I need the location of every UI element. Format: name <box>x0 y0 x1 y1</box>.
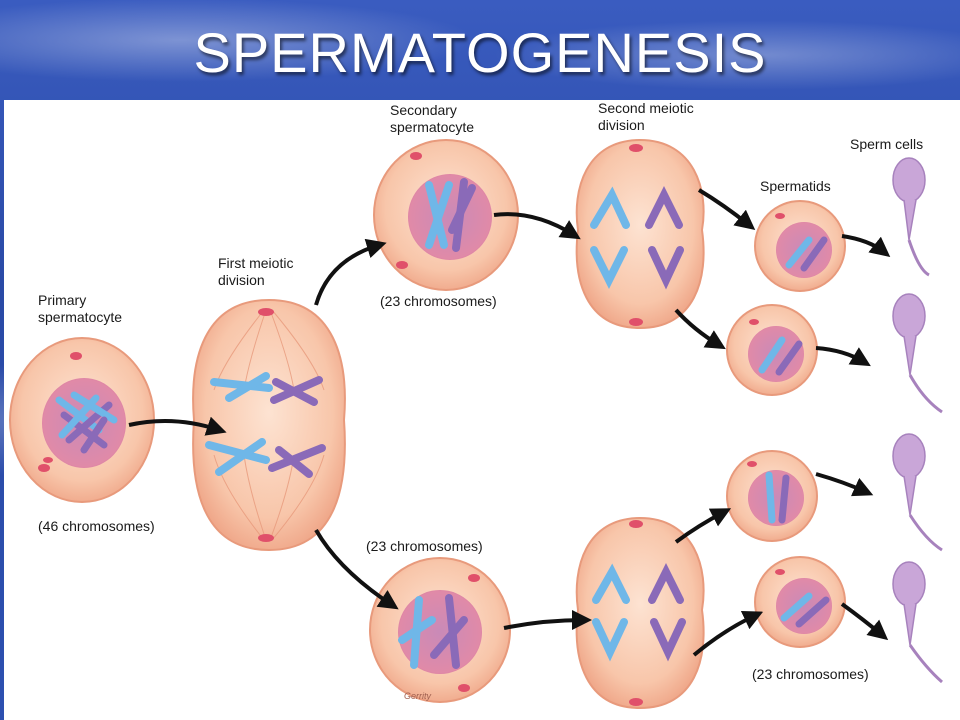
spermatid-4 <box>754 556 846 648</box>
first-meiotic-label-line2: division <box>218 272 265 288</box>
sperm-cell-4 <box>892 561 943 684</box>
sperm-cell-2 <box>892 293 943 414</box>
spermatogenesis-diagram <box>9 138 943 710</box>
secondary-spermatocyte-bottom-cell <box>369 557 511 703</box>
sperm-cell-3 <box>892 433 943 552</box>
diagram-panel: Primary spermatocyte (46 chromosomes) Fi… <box>4 100 960 720</box>
artist-signature: Gerrity <box>404 691 431 701</box>
spermatids-label: Spermatids <box>760 178 831 194</box>
slide-title: SPERMATOGENESIS <box>193 21 767 84</box>
primary-spermatocyte-cell <box>9 337 155 503</box>
second-meiotic-division-top-cell <box>575 138 705 330</box>
first-meiotic-division-cell <box>192 298 346 552</box>
spermatid-2 <box>726 304 818 396</box>
spermatid-1 <box>754 200 846 292</box>
final-count-label: (23 chromosomes) <box>752 666 869 682</box>
first-meiotic-label-line1: First meiotic <box>218 255 294 271</box>
secondary-spermatocyte-top-cell <box>373 139 519 291</box>
second-meiotic-division-bottom-cell <box>575 516 705 710</box>
secondary-count-top-label: (23 chromosomes) <box>380 293 497 309</box>
primary-label-line2: spermatocyte <box>38 309 123 325</box>
primary-count-label: (46 chromosomes) <box>38 518 155 534</box>
secondary-label-line2: spermatocyte <box>390 119 475 135</box>
second-meiotic-label-line1: Second meiotic <box>598 100 694 116</box>
sperm-cell-1 <box>892 157 930 277</box>
sperm-cells-label: Sperm cells <box>850 136 924 152</box>
secondary-label-line1: Secondary <box>390 102 457 118</box>
primary-label-line1: Primary <box>38 292 87 308</box>
second-meiotic-label-line2: division <box>598 117 645 133</box>
secondary-count-bottom-label: (23 chromosomes) <box>366 538 483 554</box>
spermatid-3 <box>726 450 818 542</box>
arrows <box>128 188 891 657</box>
